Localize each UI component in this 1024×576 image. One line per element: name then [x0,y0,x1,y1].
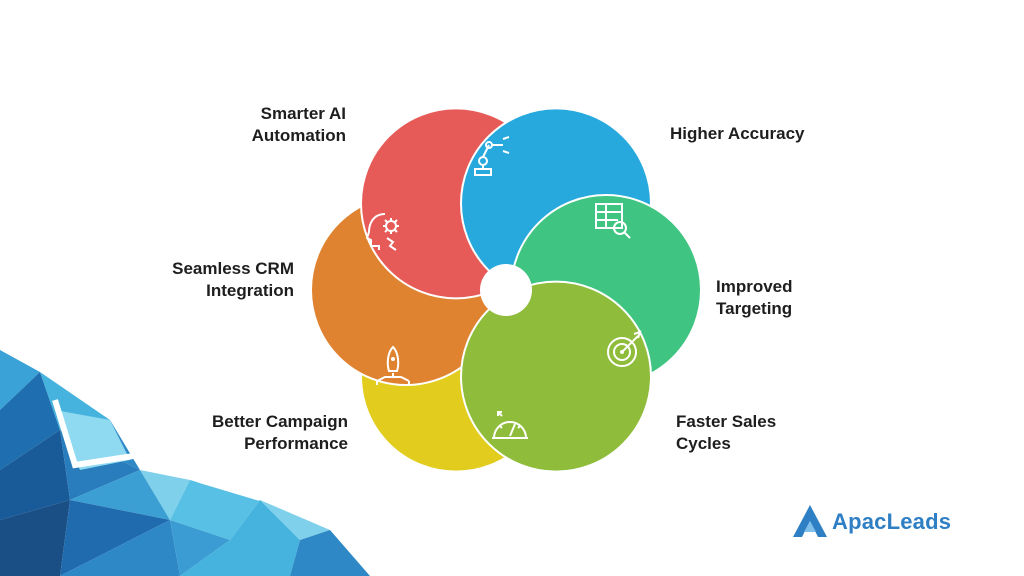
label-faster-sales-cycles: Faster Sales Cycles [676,412,777,453]
poly-shape [170,520,230,576]
label-seamless-crm-integration: Seamless CRM Integration [172,259,294,300]
poly-shape [0,350,40,410]
poly-shape [0,430,70,520]
poly-shape [70,470,170,520]
poly-highlight [52,399,261,501]
poly-shape [60,520,180,576]
label-smarter-ai-automation: Smarter AI Automation [251,104,346,145]
target-arrow-icon [607,330,642,367]
brand-logo: ApacLeads [790,500,960,544]
poly-shape [60,500,170,576]
poly-shape [170,480,260,540]
poly-shape [0,372,60,470]
speedometer-icon [492,411,528,439]
segment-speedometer [460,280,652,473]
poly-shape [290,530,370,576]
apacleads-logo-icon [793,505,827,537]
poly-shape [140,470,190,520]
label-improved-targeting: Improved Targeting [716,277,793,318]
label-better-campaign-performance: Better Campaign Performance [211,412,348,453]
robotic-arm-icon [474,136,510,176]
center-hole [480,264,532,316]
label-higher-accuracy: Higher Accuracy [670,124,805,143]
poly-shape [260,500,330,540]
poly-shape [0,500,70,576]
head-gear-icon [365,213,399,251]
rocket-launch-icon [376,345,410,385]
poly-shape [180,500,300,576]
brand-name: ApacLeads [832,509,952,534]
table-search-icon [595,203,631,239]
